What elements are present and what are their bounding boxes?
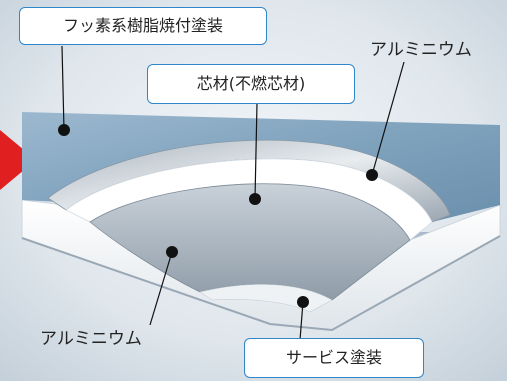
red-arrow-icon	[0, 130, 36, 190]
inner-aluminum-bowl	[89, 183, 411, 301]
leader-line-aluminum-bottom	[149, 251, 173, 326]
label-service-coat: サービス塗装	[244, 338, 424, 378]
dot-aluminum-top	[366, 169, 378, 181]
leader-line-service-coat	[299, 301, 304, 341]
leader-line-aluminum-top	[371, 61, 405, 176]
dot-service-coat	[297, 296, 309, 308]
label-aluminum-top: アルミニウム	[370, 40, 472, 60]
label-coating: フッ素系樹脂焼付塗装	[19, 7, 267, 45]
label-aluminum-bottom: アルミニウム	[40, 329, 142, 349]
dot-core	[249, 193, 261, 205]
dot-aluminum-bottom	[166, 246, 178, 258]
leader-line-coating	[61, 45, 65, 131]
leader-line-core	[254, 102, 258, 200]
label-core: 芯材(不燃芯材)	[147, 64, 355, 104]
dot-coating	[58, 124, 70, 136]
